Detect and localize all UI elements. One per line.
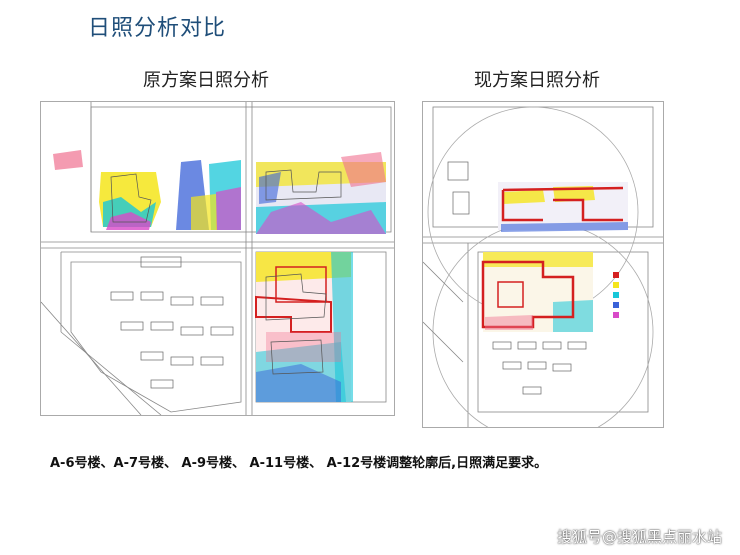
original-plan-label: 原方案日照分析: [143, 70, 269, 91]
source-watermark: 搜狐号@搜狐黑点丽水站: [556, 528, 722, 546]
current-plan-site-map: [423, 106, 663, 427]
page-title: 日照分析对比: [88, 16, 227, 41]
current-plan-drawing: [422, 101, 664, 428]
original-plan-site-map: [41, 102, 394, 415]
current-plan-label: 现方案日照分析: [474, 70, 600, 91]
analysis-caption: A-6号楼、A-7号楼、 A-9号楼、 A-11号楼、 A-12号楼调整轮廓后,…: [50, 456, 548, 471]
original-plan-drawing: [40, 101, 395, 416]
